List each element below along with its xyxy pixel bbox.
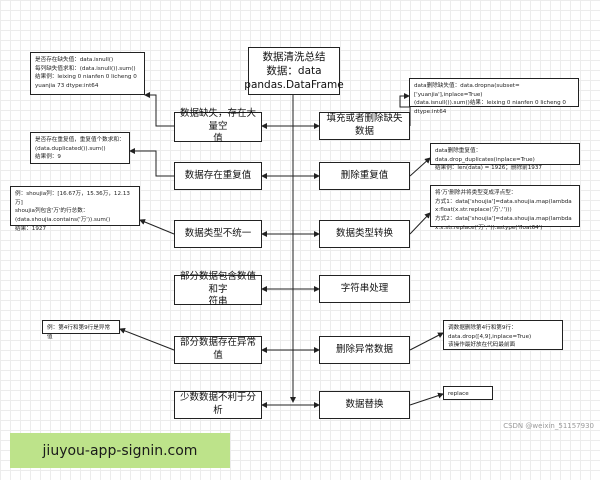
solution-drop-duplicates: 删除重复值 [319, 162, 410, 190]
diagram-title-box: 数据清洗总结 数据：data pandas.DataFrame [244, 47, 344, 95]
problem-inconsistent-types: 数据类型不统一 [174, 220, 262, 248]
note-type-conversion: 将'万'删除并将类型变成浮点型： 方式1：data['shoujia']=dat… [430, 185, 580, 231]
note-outlier-example: 例：第4行和第9行是异常值 [42, 320, 120, 340]
note-duplicate-check: 是否存在重复值，重复值个数求和： (data.duplicated()).sum… [30, 132, 130, 164]
problem-duplicate-values: 数据存在重复值 [174, 162, 262, 190]
note-missing-check: 是否存在缺失值：data.isnull() 每列缺失值求和：(data.isnu… [30, 52, 145, 95]
solution-type-conversion: 数据类型转换 [319, 220, 410, 248]
solution-drop-outliers: 删除异常数据 [319, 336, 410, 364]
site-banner: jiuyou-app-signin.com [10, 433, 230, 468]
csdn-watermark: CSDN @weixin_51157930 [503, 422, 594, 430]
problem-hard-to-analyze: 少数数据不利于分析 [174, 391, 262, 419]
problem-missing-values: 数据缺失，存在大量空 值 [174, 108, 262, 144]
problem-mixed-number-string: 部分数据包含数值和字 符串 [174, 271, 262, 307]
solution-data-replace: 数据替换 [319, 391, 410, 419]
solution-string-processing: 字符串处理 [319, 275, 410, 303]
note-drop-outliers: 调数据删除第4行和第9行： data.drop([4,9],inplace=Tr… [443, 320, 563, 350]
note-type-check: 例：shoujia列：[16.67万，15.36万，12.13万] shouji… [10, 186, 140, 232]
note-replace: replace [443, 386, 493, 400]
note-drop-duplicates: data删除重复值：data.drop_duplicates(inplace=T… [430, 143, 580, 171]
note-dropna: data删除缺失值：data.dropna(subset=['yuanjia']… [409, 78, 579, 115]
banner-text: jiuyou-app-signin.com [42, 442, 198, 459]
problem-outliers: 部分数据存在异常值 [174, 336, 262, 364]
solution-fill-or-drop-missing: 填充或者删除缺失数据 [319, 112, 410, 140]
